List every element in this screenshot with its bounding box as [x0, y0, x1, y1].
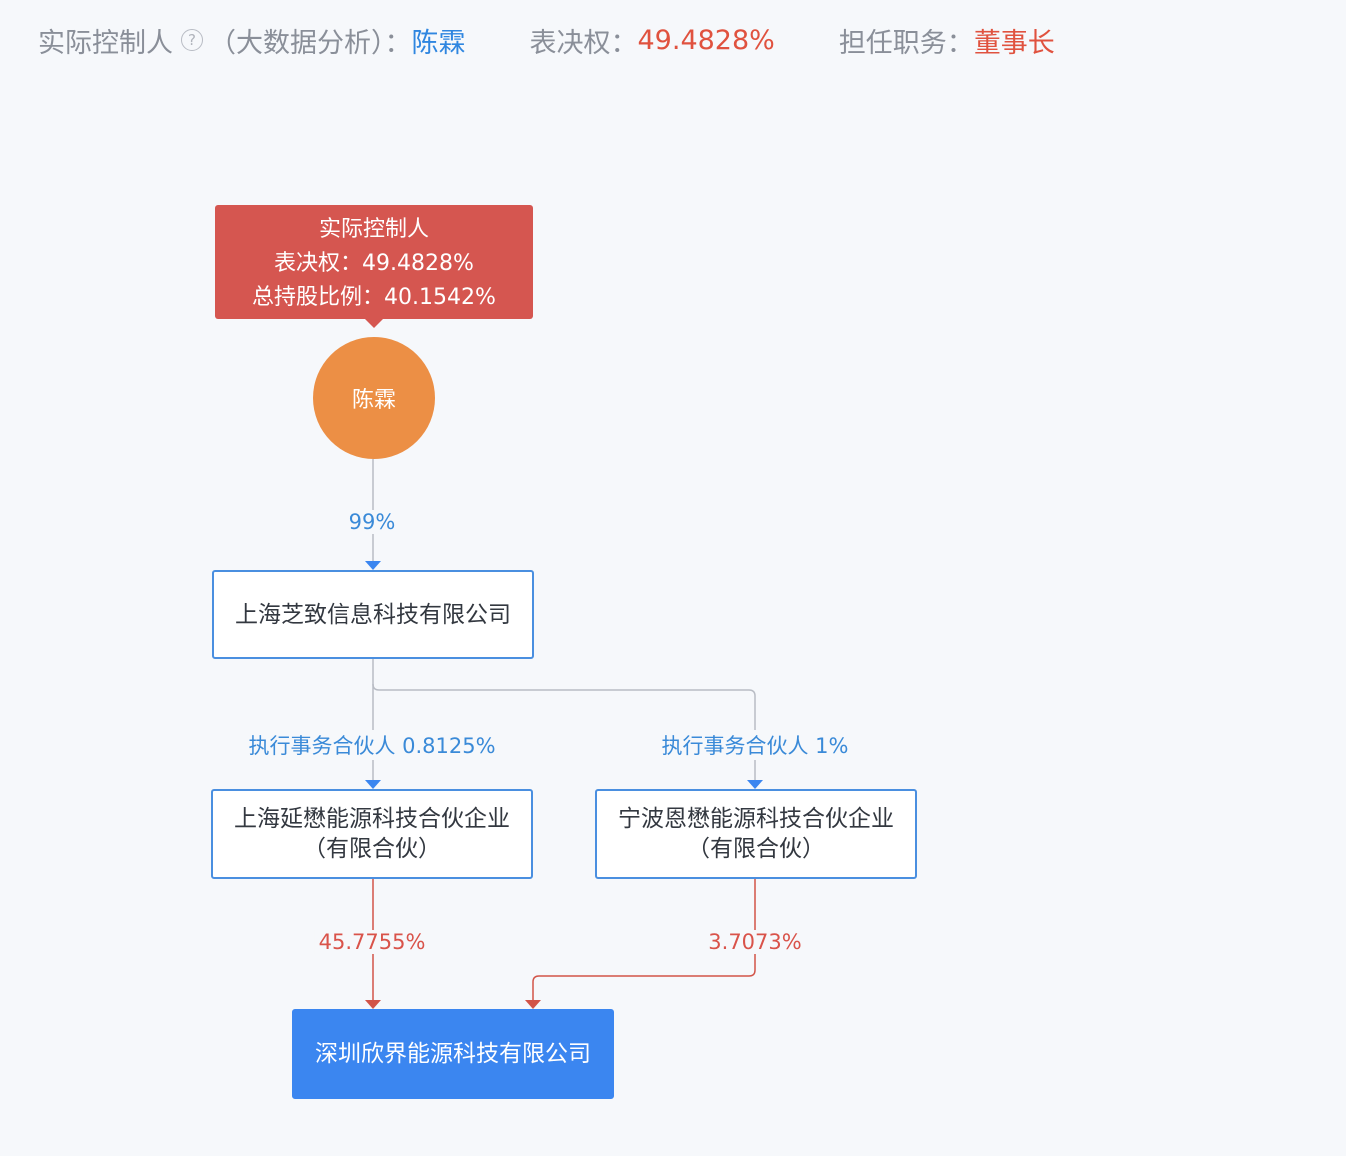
position-label: 担任职务： — [838, 27, 974, 59]
arrow-person-zhizhi — [365, 561, 381, 570]
edge-enmao-target — [532, 879, 756, 1001]
controller-label: 实际控制人 — [38, 27, 173, 59]
target-company-node[interactable]: 深圳欣界能源科技有限公司 — [292, 1009, 614, 1099]
help-icon[interactable]: ? — [181, 29, 203, 51]
callout-holding: 总持股比例：40.1542% — [252, 285, 496, 310]
company-node-enmao[interactable]: 宁波恩懋能源科技合伙企业 （有限合伙） — [595, 789, 917, 879]
company-node-yanmao[interactable]: 上海延懋能源科技合伙企业 （有限合伙） — [211, 789, 533, 879]
company-type: （有限合伙） — [687, 836, 825, 862]
arrow-yanmao-target — [365, 1000, 381, 1009]
edge-label-person-zhizhi: 99% — [344, 510, 400, 534]
voting-label: 表决权： — [529, 27, 638, 59]
controller-name-link[interactable]: 陈霖 — [411, 27, 466, 59]
company-node-zhizhi[interactable]: 上海芝致信息科技有限公司 — [212, 570, 534, 659]
edge-label-zhizhi-yanmao: 执行事务合伙人 0.8125% — [244, 730, 500, 760]
person-node[interactable]: 陈霖 — [313, 337, 435, 459]
edge-zhizhi-branch — [372, 659, 756, 781]
edge-label-yanmao-target: 45.7755% — [314, 930, 430, 954]
callout-title: 实际控制人 — [318, 217, 429, 242]
arrow-enmao-target — [525, 1000, 541, 1009]
target-company-name: 深圳欣界能源科技有限公司 — [315, 1041, 591, 1067]
controller-callout: 实际控制人 表决权：49.4828% 总持股比例：40.1542% — [215, 205, 533, 328]
edge-label-zhizhi-enmao: 执行事务合伙人 1% — [657, 730, 853, 760]
edge-label-enmao-target: 3.7073% — [704, 930, 806, 954]
header-bar: 实际控制人 ? （大数据分析）： 陈霖 表决权： 49.4828% 担任职务： … — [38, 18, 1055, 62]
arrow-zhizhi-enmao — [747, 780, 763, 789]
position-value: 董事长 — [973, 27, 1055, 59]
company-name: 宁波恩懋能源科技合伙企业 — [618, 806, 894, 832]
company-name: 上海延懋能源科技合伙企业 — [234, 806, 510, 832]
position-segment: 担任职务： 董事长 — [839, 21, 1055, 60]
callout-voting: 表决权：49.4828% — [274, 251, 474, 276]
arrow-zhizhi-yanmao — [365, 780, 381, 789]
voting-segment: 表决权： 49.4828% — [530, 21, 775, 60]
company-type: （有限合伙） — [303, 836, 441, 862]
voting-value: 49.4828% — [637, 24, 775, 56]
person-name: 陈霖 — [351, 388, 396, 413]
company-name: 上海芝致信息科技有限公司 — [235, 601, 511, 628]
controller-segment: 实际控制人 ? （大数据分析）： 陈霖 — [38, 21, 466, 60]
analysis-note: （大数据分析）： — [209, 27, 412, 59]
